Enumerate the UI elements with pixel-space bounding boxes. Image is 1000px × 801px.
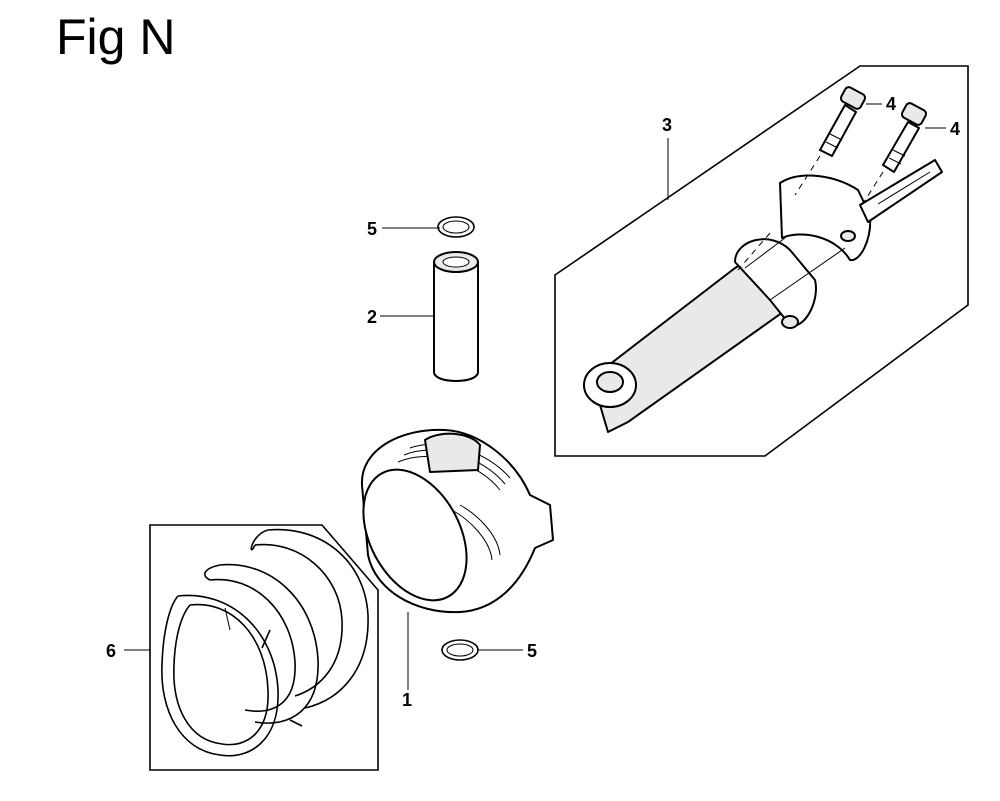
piston-pin-clip-top[interactable] [437, 216, 475, 238]
callout-connecting-rod: 3 [662, 115, 672, 135]
callout-bolt-left: 4 [886, 94, 896, 114]
callout-clip-bottom: 5 [527, 641, 537, 661]
rod-bolt-right[interactable] [861, 102, 928, 206]
piston-rings[interactable] [161, 528, 369, 757]
callout-piston: 1 [402, 690, 412, 710]
rod-bolt-left[interactable] [794, 86, 867, 196]
piston[interactable] [342, 428, 554, 618]
figure-title: Fig N [56, 9, 176, 65]
callout-clip-top: 5 [367, 219, 377, 239]
piston-pin-clip-bottom[interactable] [441, 639, 479, 661]
callout-piston-pin: 2 [367, 307, 377, 327]
connecting-rod[interactable] [583, 159, 943, 433]
piston-pin[interactable] [433, 251, 479, 382]
piston-rings-group-box [149, 524, 379, 771]
callout-piston-rings: 6 [106, 641, 116, 661]
callout-bolt-right: 4 [950, 119, 960, 139]
connecting-rod-group-box [554, 65, 969, 457]
